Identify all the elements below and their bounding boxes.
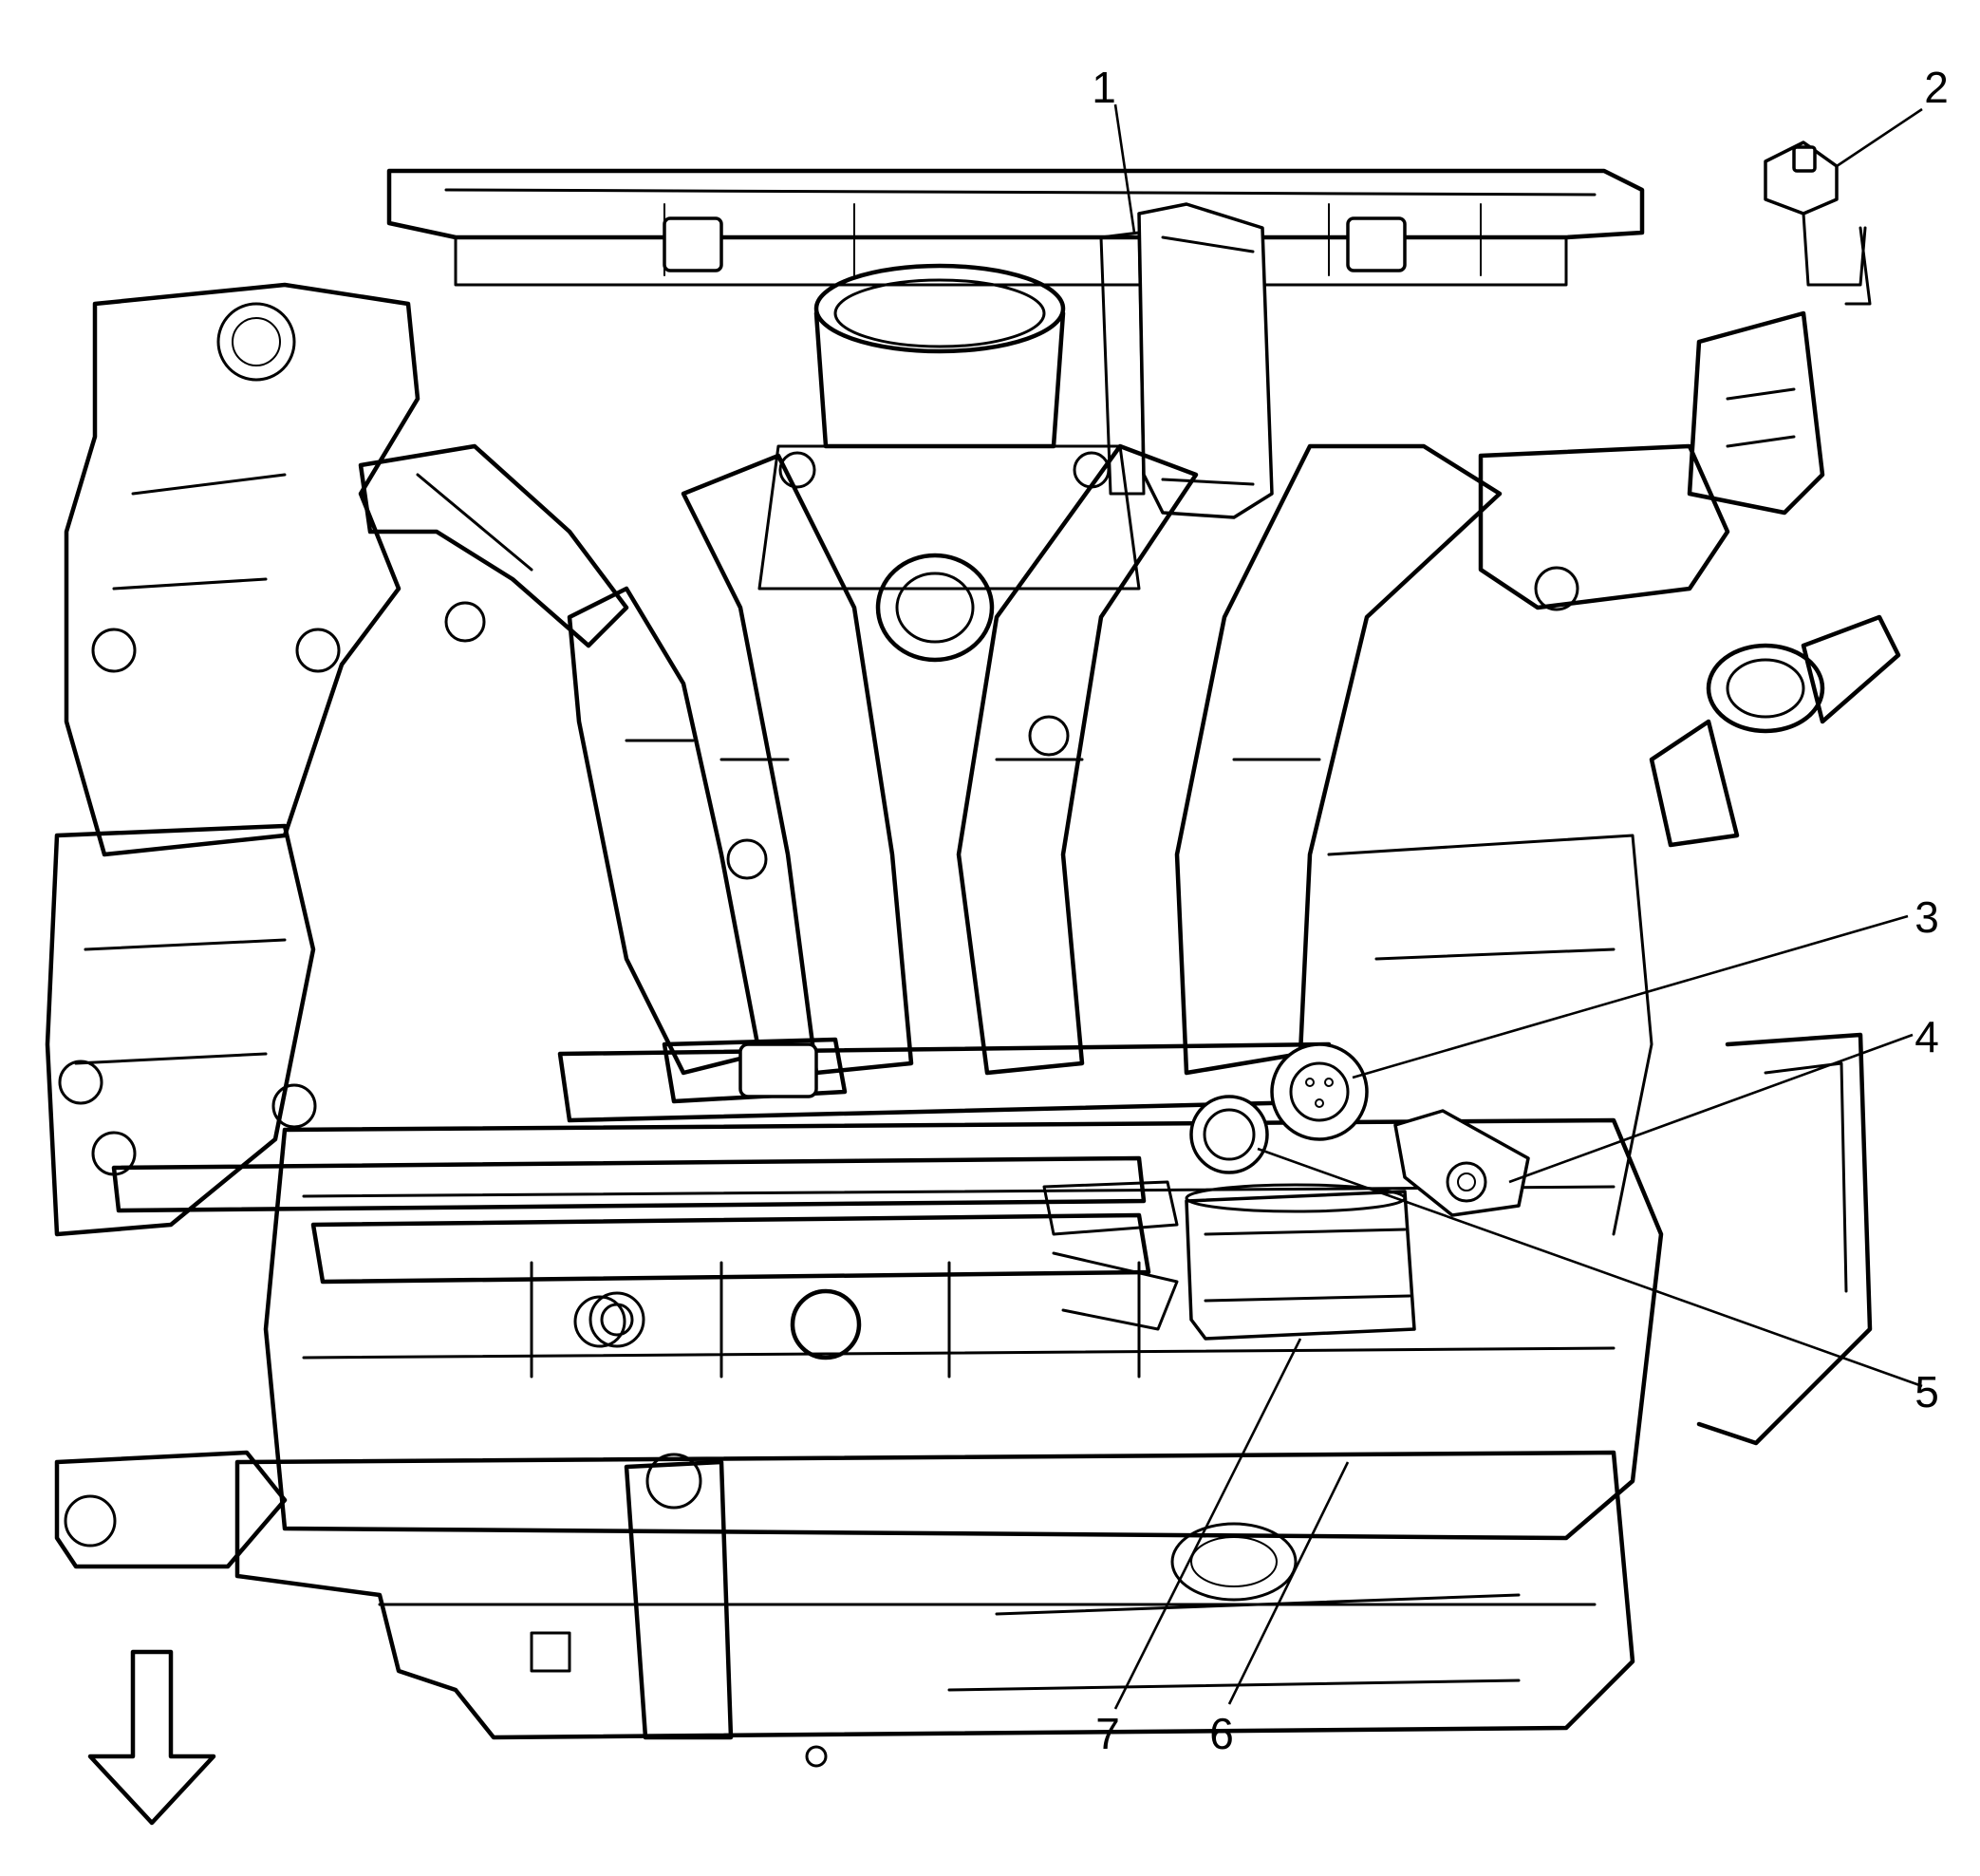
leader-1 [1113, 103, 1136, 234]
leader-3 [1352, 914, 1909, 1079]
leader-5 [1257, 1147, 1923, 1388]
callout-3: 3 [1915, 892, 1939, 942]
engine-block [263, 834, 1873, 1541]
callouts: 1 2 3 4 5 6 7 [1092, 63, 1949, 1758]
engine-assembly [45, 141, 1901, 1768]
fuel-rail [111, 1037, 1179, 1348]
leader-6 [1227, 1461, 1350, 1705]
intake-manifold [557, 443, 1503, 1123]
coolant-sensor [1764, 141, 1872, 306]
down-arrow-icon [87, 1649, 216, 1826]
callout-4: 4 [1915, 1012, 1939, 1061]
leader-lines [1113, 103, 1923, 1710]
sensor-5-body [1189, 1095, 1269, 1174]
leader-4 [1508, 1033, 1914, 1184]
coolant-outlet [1478, 310, 1901, 848]
callout-6: 6 [1209, 1709, 1234, 1758]
sensor-3-body [1270, 1042, 1369, 1141]
callout-1: 1 [1092, 63, 1116, 112]
leader-7 [1113, 1338, 1302, 1710]
callout-7: 7 [1095, 1709, 1120, 1758]
throttle-body [757, 263, 1141, 663]
left-intake-runner [358, 443, 629, 648]
callout-2: 2 [1924, 63, 1949, 112]
oil-filter [1185, 1183, 1416, 1341]
valve-cover [386, 168, 1645, 287]
throttle-actuator [1099, 202, 1274, 519]
oil-pan [234, 1450, 1635, 1768]
sensor-cluster [1189, 1042, 1530, 1217]
leader-2 [1836, 107, 1923, 168]
callout-5: 5 [1915, 1367, 1939, 1416]
